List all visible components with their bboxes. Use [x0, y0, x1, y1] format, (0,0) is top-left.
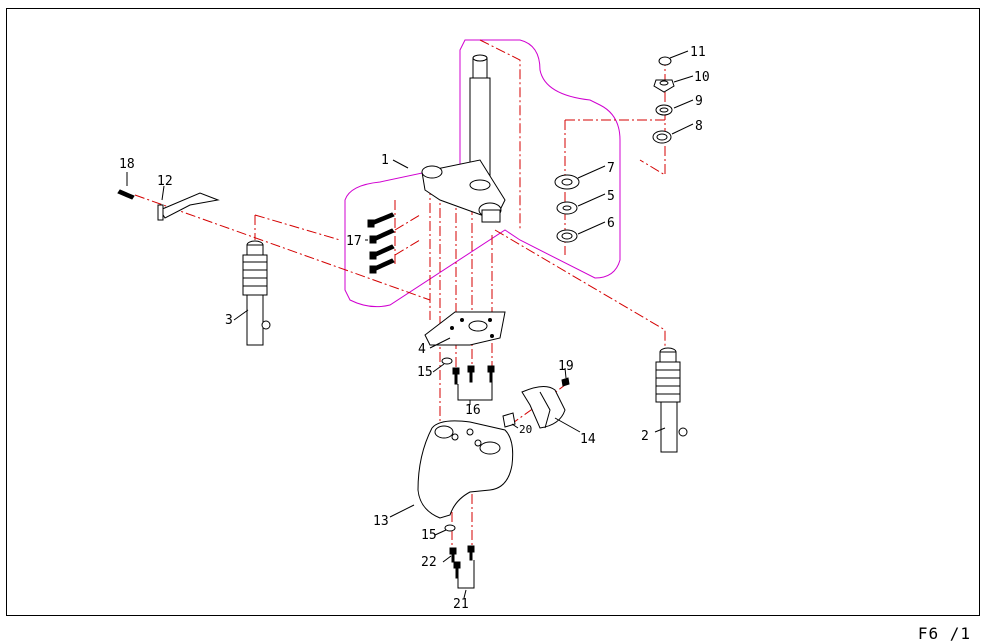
callout-10: 10 [694, 70, 710, 85]
callout-9: 9 [695, 94, 703, 109]
callout-13: 13 [373, 514, 389, 529]
leader-lines [126, 50, 694, 599]
callout-3: 3 [225, 313, 233, 328]
callout-6: 6 [607, 216, 615, 231]
bolts-16 [452, 365, 495, 401]
callout-15-upper: 15 [417, 365, 433, 380]
front-fender-13 [417, 420, 514, 519]
cover-14 [521, 386, 566, 429]
bearing-stack [554, 56, 675, 243]
callout-11: 11 [690, 45, 706, 60]
centerlines [134, 39, 666, 560]
callout-21: 21 [453, 597, 469, 612]
bolt-18 [117, 189, 135, 200]
screw-19 [561, 377, 570, 387]
callout-15-lower: 15 [421, 528, 437, 543]
callout-16: 16 [465, 403, 481, 418]
washer-15-upper [441, 357, 453, 365]
bolts-21 [449, 545, 475, 589]
bracket-12 [157, 192, 220, 221]
callout-22: 22 [421, 555, 437, 570]
clip-20 [502, 412, 516, 428]
callout-18: 18 [119, 157, 135, 172]
mounting-plate-4 [424, 311, 506, 346]
callout-20: 20 [519, 423, 532, 436]
drawing-frame [6, 8, 980, 616]
right-shock-absorber [655, 347, 688, 453]
callout-4: 4 [418, 342, 426, 357]
callout-17: 17 [346, 234, 362, 249]
steering-stem-group-outline [344, 39, 621, 308]
callout-8: 8 [695, 119, 703, 134]
steering-stem-part [421, 54, 506, 223]
callout-7: 7 [607, 161, 615, 176]
sheet-id: F6 /1 [917, 624, 971, 643]
callout-19: 19 [558, 359, 574, 374]
callout-1: 1 [381, 153, 389, 168]
washer-15-lower [444, 524, 456, 532]
callout-2: 2 [641, 429, 649, 444]
callout-5: 5 [607, 189, 615, 204]
bolts-17 [367, 212, 395, 274]
left-shock-absorber [242, 240, 271, 346]
callout-12: 12 [157, 174, 173, 189]
callout-14: 14 [580, 432, 596, 447]
